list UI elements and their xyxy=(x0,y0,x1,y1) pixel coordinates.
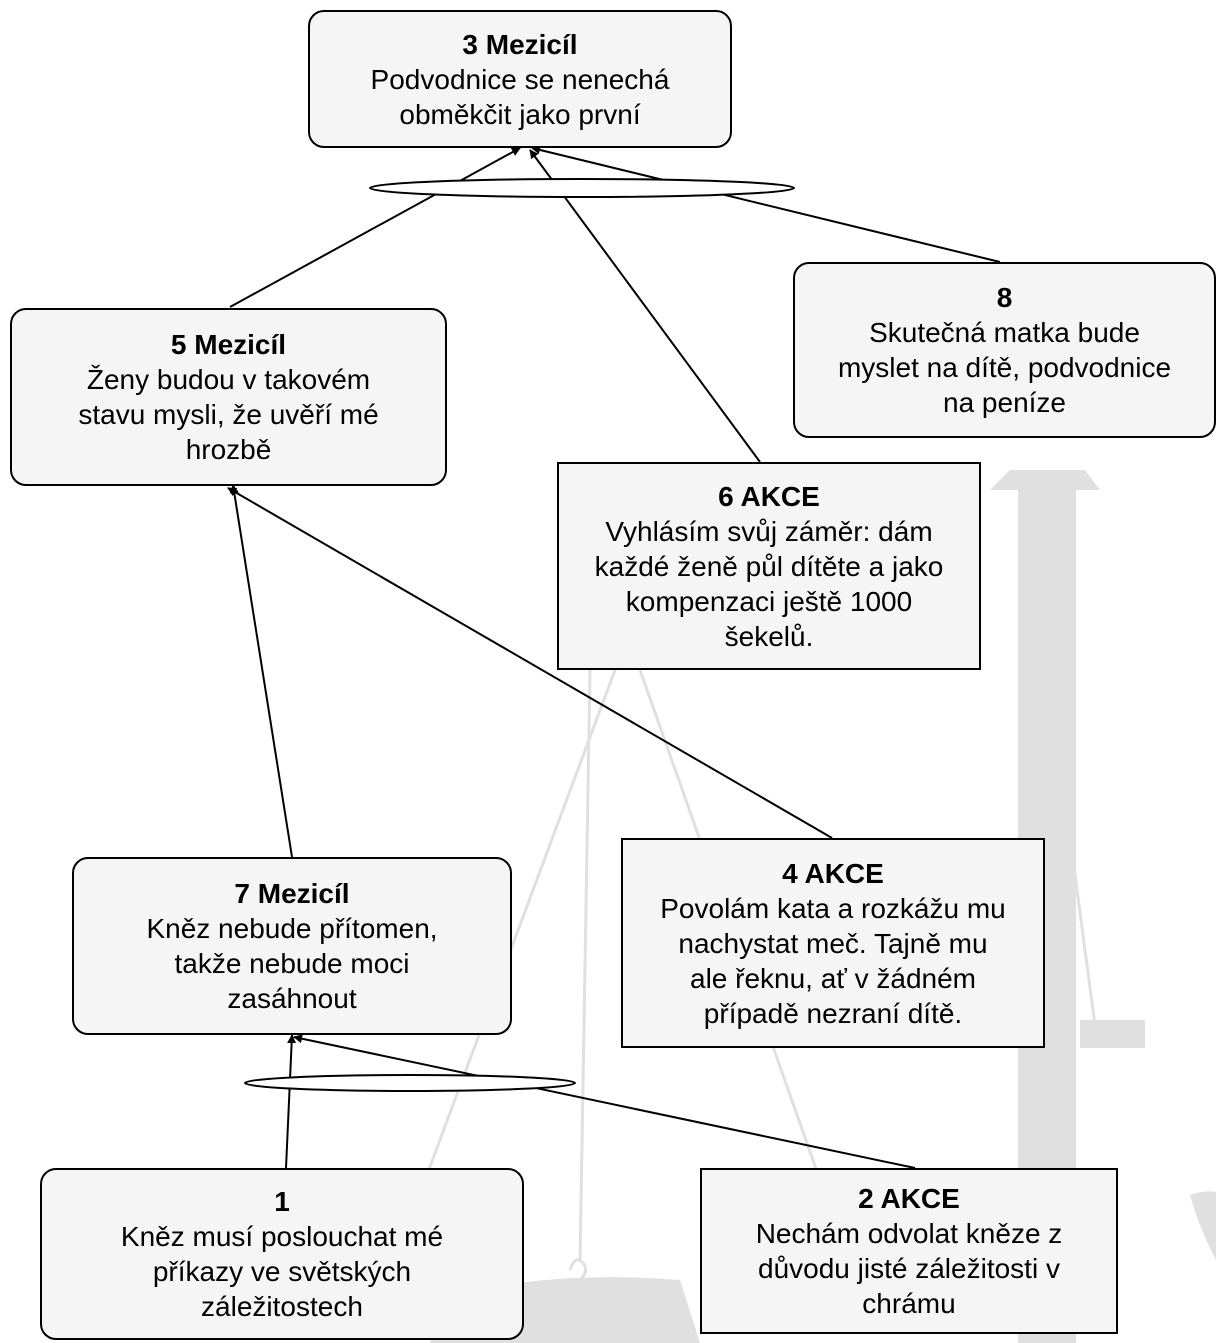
node-8-title: 8 xyxy=(996,282,1013,313)
node-2-text: Nechám odvolat kněze z důvodu jisté zále… xyxy=(755,1218,1063,1319)
node-3-text: Podvodnice se nenechá obměkčit jako prvn… xyxy=(370,63,670,130)
edge-6-to-3 xyxy=(529,149,761,463)
node-5-subgoal: 5 Mezicíl Ženy budou v takovém stavu mys… xyxy=(10,308,447,486)
node-6-text: Vyhlásím svůj záměr: dám každé ženě půl … xyxy=(594,515,944,652)
node-3-title: 3 Mezicíl xyxy=(462,28,578,60)
edge-8-to-3 xyxy=(531,145,1001,263)
edge-1-to-7 xyxy=(285,1034,297,1169)
node-1-title: 1 xyxy=(274,1186,290,1217)
node-1: 1 Kněz musí poslouchat mé příkazy ve svě… xyxy=(40,1168,524,1340)
node-4-title: 4 AKCE xyxy=(782,857,884,889)
node-1-text: Kněz musí poslouchat mé příkazy ve světs… xyxy=(120,1221,444,1322)
node-2-action: 2 AKCE Nechám odvolat kněze z důvodu jis… xyxy=(700,1168,1118,1334)
node-5-title: 5 Mezicíl xyxy=(170,329,287,360)
node-3-subgoal: 3 Mezicíl Podvodnice se nenechá obměkčit… xyxy=(308,10,732,148)
node-6-title: 6 AKCE xyxy=(718,480,820,512)
edge-4-to-5 xyxy=(227,487,833,839)
node-7-subgoal: 7 Mezicíl Kněz nebude přítomen, takže ne… xyxy=(72,857,512,1035)
node-2-title: 2 AKCE xyxy=(858,1183,960,1214)
node-4-action: 4 AKCE Povolám kata a rozkážu mu nachyst… xyxy=(621,838,1045,1048)
node-5-text: Ženy budou v takovém stavu mysli, že uvě… xyxy=(78,364,379,465)
edge-5-to-3 xyxy=(229,147,521,308)
node-4-text: Povolám kata a rozkážu mu nachystat meč.… xyxy=(660,892,1006,1029)
node-8-text: Skutečná matka bude myslet na dítě, podv… xyxy=(837,317,1172,418)
edge-7-to-5 xyxy=(229,484,293,858)
and-connector-top xyxy=(369,178,795,198)
node-7-title: 7 Mezicíl xyxy=(234,878,350,909)
and-connector-bottom xyxy=(244,1074,576,1092)
node-6-action: 6 AKCE Vyhlásím svůj záměr: dám každé že… xyxy=(557,462,981,670)
node-7-text: Kněz nebude přítomen, takže nebude moci … xyxy=(146,913,438,1014)
node-8: 8 Skutečná matka bude myslet na dítě, po… xyxy=(793,262,1216,438)
edge-2-to-7 xyxy=(293,1034,916,1169)
